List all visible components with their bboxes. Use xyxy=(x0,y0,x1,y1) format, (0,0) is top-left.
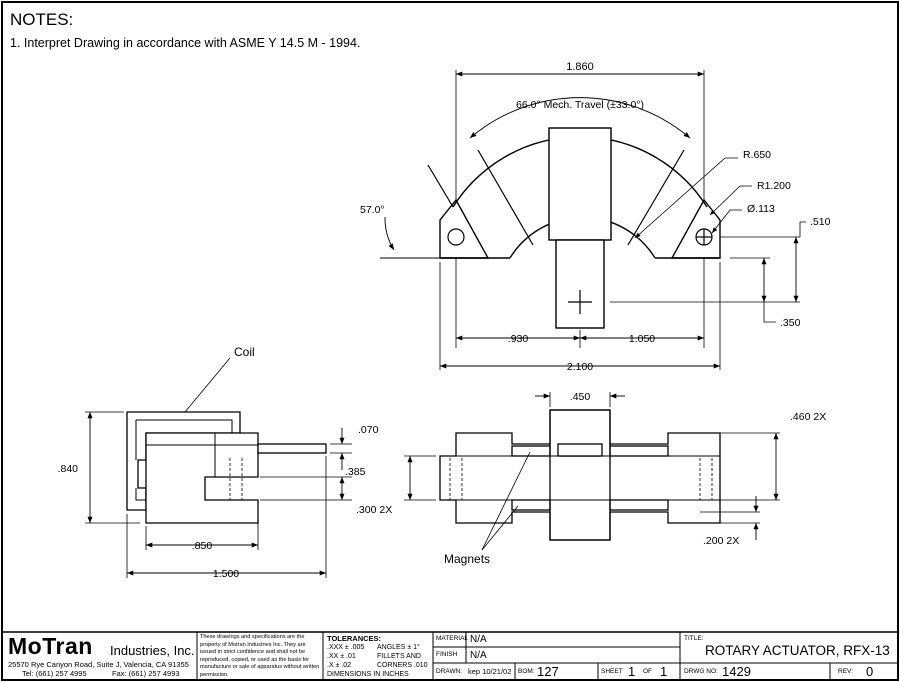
rev-label: REV: xyxy=(838,668,853,675)
dim-450: .450 xyxy=(570,391,591,403)
dim-850: .850 xyxy=(192,540,213,552)
front-view xyxy=(404,392,780,551)
dim-840: .840 xyxy=(58,463,79,475)
sheet-value: 1 xyxy=(628,664,636,679)
dim-1500: 1.500 xyxy=(213,568,239,580)
tol-x: .X ± .02 xyxy=(327,662,352,669)
notes-heading: NOTES: xyxy=(10,10,73,29)
top-view xyxy=(380,70,806,370)
dim-200: .200 2X xyxy=(703,535,739,547)
tol-fillets: FILLETS AND xyxy=(377,653,421,660)
bom-value: 127 xyxy=(537,664,559,679)
mounting-hole-left xyxy=(447,228,465,246)
title-block-grid xyxy=(2,631,898,680)
dim-57: 57.0° xyxy=(360,204,385,216)
label-magnets: Magnets xyxy=(444,552,490,566)
tol-angles: ANGLES ± 1° xyxy=(377,644,420,651)
dim-930: .930 xyxy=(508,333,529,345)
company-logo: MoTran xyxy=(8,633,93,659)
side-view xyxy=(85,357,352,578)
of-label: OF xyxy=(643,668,653,675)
dim-300: .300 2X xyxy=(356,504,392,516)
company-suffix: Industries, Inc. xyxy=(110,643,195,658)
title-value: ROTARY ACTUATOR, RFX-13 xyxy=(705,643,890,658)
dim-1050: 1.050 xyxy=(629,333,655,345)
dims-in-inches: DIMENSIONS IN INCHES xyxy=(327,671,409,678)
label-coil: Coil xyxy=(234,345,255,359)
sheet-label: SHEET xyxy=(601,668,623,675)
material-label: MATERIAL xyxy=(436,635,469,642)
company-fax: Fax: (661) 257 4993 xyxy=(112,669,180,678)
dim-1860: 1.860 xyxy=(566,61,594,73)
tol-xxx: .XXX ± .005 xyxy=(327,644,365,651)
company-tel: Tel: (661) 257 4995 xyxy=(22,669,87,678)
tolerances-label: TOLERANCES: xyxy=(327,634,382,643)
of-value: 1 xyxy=(660,664,668,679)
dim-r650: R.650 xyxy=(743,149,771,161)
drawn-value: kep 10/21/02 xyxy=(468,667,512,676)
dim-r1200: R1.200 xyxy=(757,180,791,192)
company-address: 25570 Rye Canyon Road, Suite J, Valencia… xyxy=(8,660,189,669)
material-value: N/A xyxy=(470,634,487,645)
dim-travel: 66.0° Mech. Travel (±33.0°) xyxy=(516,99,644,111)
title-label: TITLE: xyxy=(684,635,704,642)
dim-350: .350 xyxy=(780,317,801,329)
dim-510: .510 xyxy=(810,216,831,228)
tol-xx: .XX ± .01 xyxy=(327,653,356,660)
finish-label: FINISH xyxy=(436,651,458,658)
confidentiality-text: These drawings and specifications are th… xyxy=(200,634,320,678)
bom-label: BOM: xyxy=(518,668,535,675)
note-1: 1. Interpret Drawing in accordance with … xyxy=(10,36,360,50)
drwg-label: DRWG NO: xyxy=(684,668,718,675)
finish-value: N/A xyxy=(470,650,487,661)
rev-value: 0 xyxy=(866,664,874,679)
drawn-label: DRAWN: xyxy=(436,668,463,675)
dim-hole: Ø.113 xyxy=(747,203,775,215)
dim-070: .070 xyxy=(358,424,379,436)
dim-2100: 2.100 xyxy=(567,361,593,373)
drwg-value: 1429 xyxy=(722,664,751,679)
tol-corners: CORNERS .010 xyxy=(377,662,428,669)
dim-460: .460 2X xyxy=(790,411,826,423)
dim-385: .385 xyxy=(345,466,366,478)
